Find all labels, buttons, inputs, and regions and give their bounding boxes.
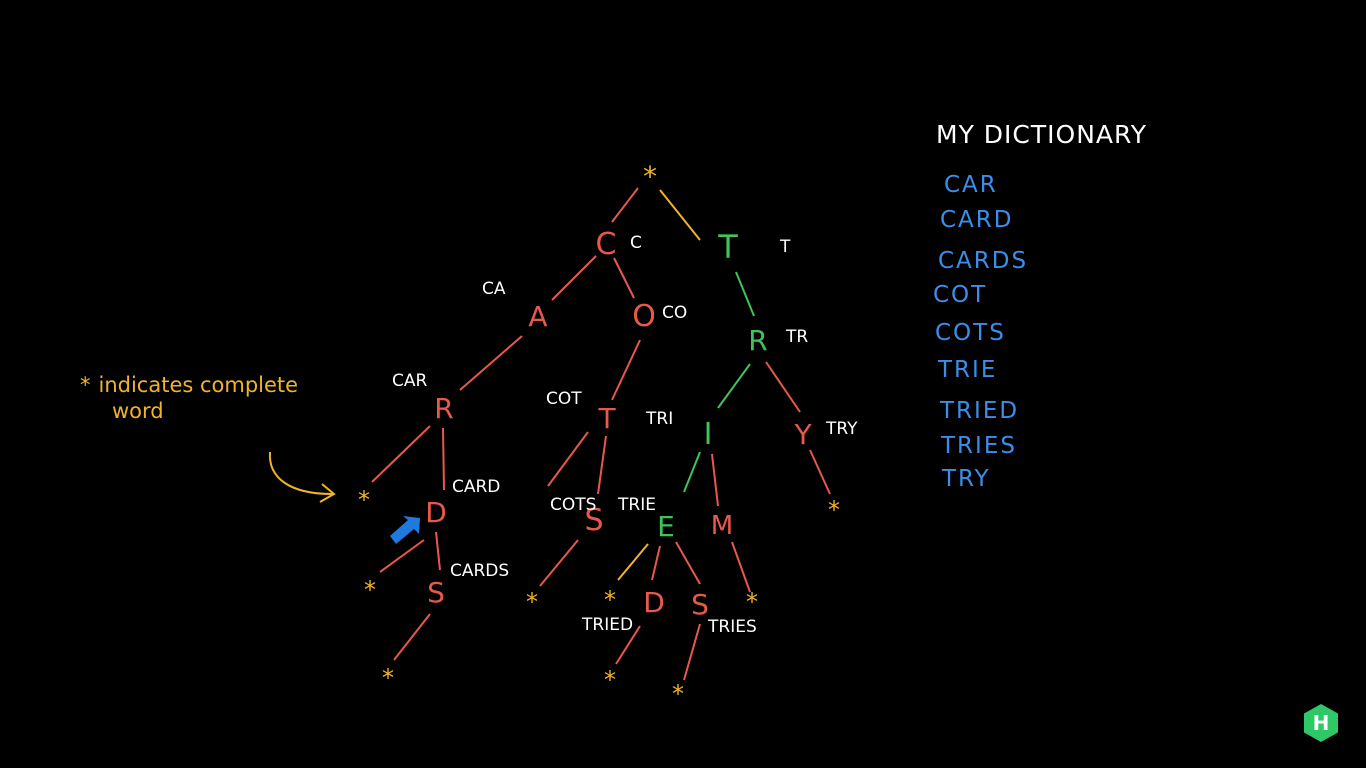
node-d-card: D — [425, 496, 447, 529]
label-tries: TRIES — [707, 617, 757, 637]
node-s-cards: S — [427, 576, 445, 609]
node-letters: C T A O R T R I Y D S S E M D S — [425, 227, 812, 621]
node-o: O — [632, 299, 656, 334]
edge-t-s — [597, 435, 607, 495]
edge-t-end — [547, 431, 589, 487]
edge-o-t — [611, 339, 641, 401]
dictionary-word: CARD — [940, 207, 1014, 233]
label-tr: TR — [785, 327, 808, 347]
edge-r-end — [371, 425, 431, 483]
end-star-m: * — [746, 588, 758, 616]
edge-t-r — [735, 271, 755, 317]
edge-i-m — [711, 453, 719, 507]
edge-root-c — [611, 187, 639, 223]
label-c: C — [630, 233, 642, 253]
hackerrank-logo: H — [1304, 704, 1338, 742]
end-star-tries: * — [672, 680, 684, 708]
label-cots: COTS — [550, 495, 596, 515]
edge-c-o — [613, 257, 635, 299]
edge-m-end — [731, 541, 751, 593]
dictionary-title: MY DICTIONARY — [936, 120, 1148, 149]
legend-star-icon: * — [80, 373, 91, 397]
node-i: I — [704, 417, 713, 452]
node-e: E — [657, 510, 675, 543]
label-car: CAR — [392, 371, 427, 391]
edge-d2-end — [615, 625, 641, 665]
edge-e-s — [675, 541, 701, 585]
edge-y-end — [809, 449, 831, 495]
edge-root-t — [659, 189, 701, 241]
edge-r-y — [765, 361, 801, 413]
node-c: C — [596, 227, 617, 262]
end-star-car: * — [358, 486, 370, 514]
dictionary-word: TRIES — [941, 433, 1017, 459]
end-star-cots: * — [526, 588, 538, 616]
label-trie: TRIE — [617, 495, 656, 515]
dictionary-word: TRY — [942, 466, 991, 492]
node-t: T — [717, 228, 738, 266]
label-tri: TRI — [645, 409, 673, 429]
legend-arrow — [268, 451, 333, 495]
label-co: CO — [662, 303, 687, 323]
end-star-card: * — [364, 576, 376, 604]
logo-letter: H — [1313, 711, 1330, 735]
label-t: T — [779, 237, 791, 257]
node-y: Y — [793, 418, 812, 451]
edge-r-i — [717, 363, 751, 409]
node-a: A — [528, 300, 547, 333]
node-m: M — [711, 511, 733, 541]
edge-d-end — [379, 539, 425, 573]
prefix-labels: C T CA CO CAR COT TR TRI TRY CARD CARDS … — [392, 233, 858, 637]
label-cot: COT — [546, 389, 582, 409]
node-s-cots: S — [584, 503, 603, 538]
node-t-cot: T — [597, 402, 616, 435]
edge-a-r — [459, 335, 523, 391]
root-star: * — [643, 160, 657, 193]
edge-d-s — [435, 531, 441, 571]
edge-s3-end — [683, 623, 701, 681]
node-s-tries: S — [691, 588, 709, 621]
end-star-try: * — [828, 496, 840, 524]
dictionary-word: CARDS — [938, 248, 1029, 274]
node-d-tried: D — [643, 586, 665, 619]
edge-c-a — [551, 255, 597, 301]
label-try: TRY — [825, 419, 858, 439]
end-star-tried: * — [604, 666, 616, 694]
legend-text-line2: word — [112, 399, 164, 423]
dictionary-word: TRIE — [938, 357, 998, 383]
label-tried: TRIED — [581, 615, 633, 635]
edge-s-end — [539, 539, 579, 587]
dictionary-word: COT — [933, 282, 988, 308]
pointer-arrow-icon — [390, 516, 420, 544]
edge-e-end — [617, 543, 649, 581]
legend: * indicates complete word — [80, 372, 350, 424]
label-cards: CARDS — [450, 561, 509, 581]
dictionary-word: CAR — [944, 172, 998, 198]
dictionary-word: COTS — [935, 320, 1006, 346]
edge-s1-end — [393, 613, 431, 661]
end-star-trie: * — [604, 586, 616, 614]
edge-e-d — [651, 545, 661, 581]
dictionary-word: TRIED — [940, 398, 1020, 424]
legend-arrowhead — [319, 483, 336, 503]
end-markers: * * * * * * * * * — [358, 486, 840, 708]
edge-i-e — [683, 451, 701, 493]
trie-edges — [268, 187, 831, 681]
legend-text-line1: indicates complete — [98, 373, 299, 397]
edge-r-d — [442, 427, 445, 491]
node-r-tr: R — [748, 324, 767, 357]
node-r-car: R — [434, 392, 453, 425]
label-card: CARD — [452, 477, 500, 497]
end-star-cards: * — [382, 664, 394, 692]
label-ca: CA — [482, 279, 506, 299]
